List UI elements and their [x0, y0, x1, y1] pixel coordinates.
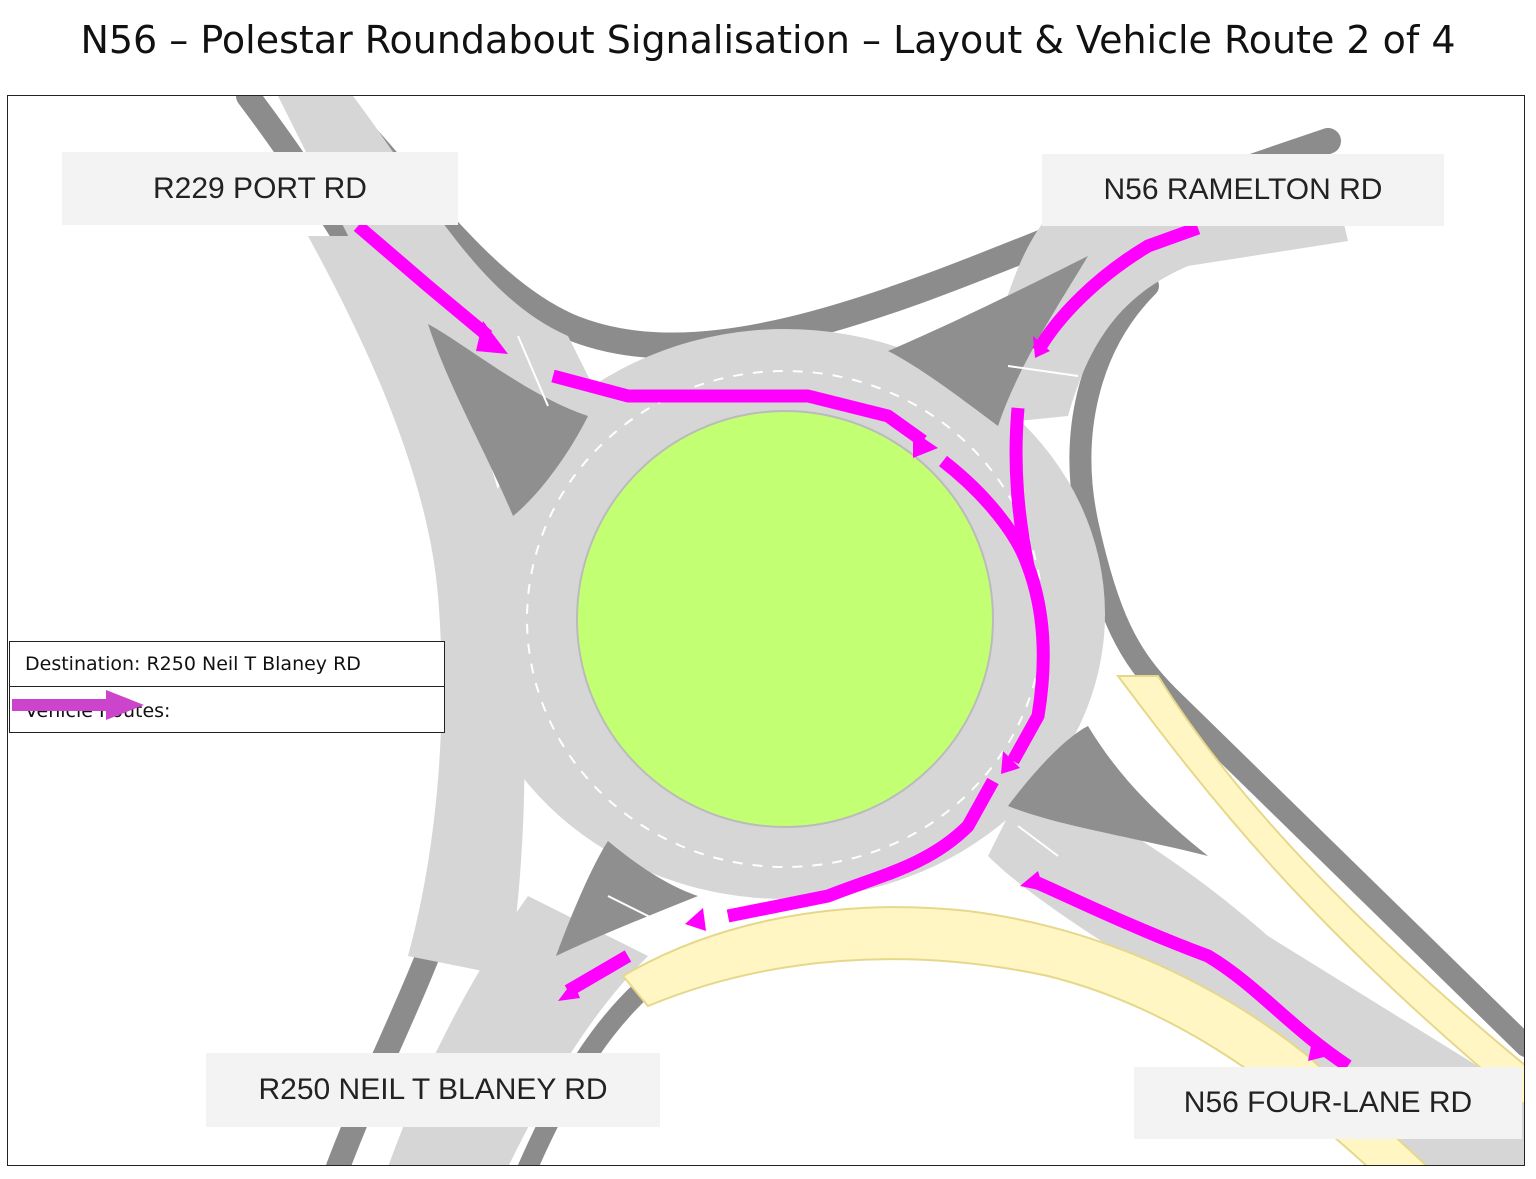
arrowhead-exit-sw [558, 981, 580, 1001]
roundabout-layout-map: R229 PORT RD N56 RAMELTON RD R250 NEIL T… [7, 95, 1525, 1166]
route-four-lane-entry [1030, 875, 1352, 1072]
legend-destination: Destination: R250 Neil T Blaney RD [10, 642, 444, 687]
arrowhead-east [1001, 751, 1020, 774]
island-north-east [888, 256, 1088, 426]
road-label-r229-port-rd: R229 PORT RD [62, 152, 458, 225]
island-south-west [556, 841, 698, 956]
route-arrowheads [476, 321, 1328, 1061]
roundabout-drawing [236, 96, 1524, 1165]
map-legend: Destination: R250 Neil T Blaney RD Vehic… [9, 641, 445, 733]
stop-line-se [1017, 825, 1059, 857]
legend-arrow-head [106, 690, 144, 720]
legend-vehicle-routes-row: Vehicle Routes: [10, 688, 444, 733]
vehicle-routes [353, 221, 1352, 1072]
verge-south-east [1115, 675, 1524, 1106]
verge-south [621, 906, 1428, 1165]
arrowhead-circ-sw [685, 908, 706, 931]
road-label-r250-neil-t-blaney-rd: R250 NEIL T BLANEY RD [206, 1053, 660, 1127]
road-label-n56-ramelton-rd: N56 RAMELTON RD [1042, 154, 1444, 226]
route-south-circulating [726, 777, 999, 923]
central-island [576, 410, 994, 828]
splitter-islands [428, 256, 1208, 956]
arrowhead-ramelton [1033, 336, 1050, 358]
island-north-west [428, 324, 588, 516]
route-from-port-rd-entry [353, 221, 493, 341]
stop-line-ne [1007, 365, 1079, 377]
verge [621, 675, 1524, 1165]
legend-route-arrow-icon [12, 690, 144, 720]
stop-line-sw [607, 895, 669, 927]
route-south-west-exit [564, 950, 632, 997]
road-label-n56-four-lane-rd: N56 FOUR-LANE RD [1134, 1067, 1522, 1139]
route-ramelton-entry [1032, 221, 1201, 355]
legend-arrow-shaft [12, 699, 108, 711]
stop-line-nw [517, 335, 549, 407]
arrowhead-circ-ne [913, 431, 938, 458]
route-port-rd-circulating [551, 369, 927, 447]
page-title: N56 – Polestar Roundabout Signalisation … [80, 18, 1456, 62]
route-east-link [1009, 407, 1035, 568]
arrowhead-port-rd [476, 321, 508, 354]
route-east-circulating [939, 455, 1050, 765]
arrowhead-four-lane [1020, 871, 1044, 891]
island-south-east [1008, 726, 1208, 856]
arrowhead-four-lane-start [1308, 1036, 1328, 1061]
